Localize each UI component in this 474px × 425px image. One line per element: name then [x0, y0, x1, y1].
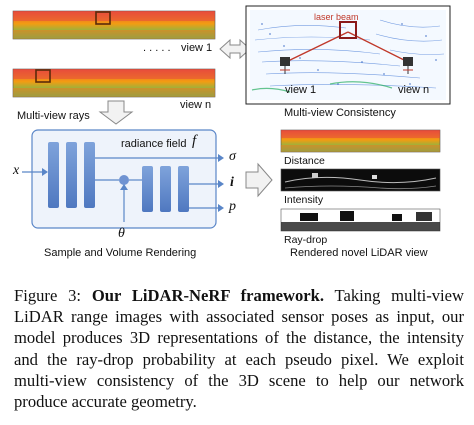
raydrop-label: Ray-drop	[284, 234, 328, 246]
network-diagram	[22, 129, 224, 229]
down-arrow-icon	[98, 100, 134, 125]
radiance-field-label: radiance field	[121, 138, 187, 150]
f-label: f	[192, 133, 197, 149]
target-point-box	[339, 21, 357, 39]
output-raydrop-image	[280, 208, 441, 232]
sample-render-title: Sample and Volume Rendering	[44, 247, 197, 259]
patch-box-view1	[95, 11, 111, 25]
caption-label: Figure 3:	[14, 286, 92, 305]
caption-body: Taking multi-view LiDAR range images wit…	[14, 286, 464, 412]
theta-label: θ	[118, 226, 125, 241]
consistency-viewn-label: view n	[398, 84, 430, 96]
multi-view-rays-label: Multi-view rays	[17, 110, 90, 122]
figure-caption: Figure 3: Our LiDAR-NeRF framework. Taki…	[14, 285, 464, 412]
lidar-sensor-view1-icon	[280, 57, 290, 74]
p-label: p	[229, 199, 236, 214]
ellipsis-label: . . . . .	[143, 42, 171, 54]
rendered-view-title: Rendered novel LiDAR view	[290, 247, 428, 259]
range-image-view1	[12, 10, 216, 40]
intensity-label: Intensity	[284, 194, 324, 206]
consistency-view1-label: view 1	[285, 84, 317, 96]
viewn-label: view n	[180, 99, 212, 111]
caption-bold-title: Our LiDAR-NeRF framework.	[91, 286, 325, 305]
sigma-label: σ	[229, 149, 236, 164]
consistency-title: Multi-view Consistency	[284, 107, 396, 119]
intensity-i-label: i	[230, 175, 234, 190]
output-distance-image	[280, 129, 441, 153]
right-arrow-icon	[245, 162, 273, 198]
laser-beam-label: laser beam	[314, 12, 359, 22]
patch-box-viewn	[35, 69, 51, 83]
view1-label: view 1	[181, 42, 213, 54]
output-intensity-image	[280, 168, 441, 192]
distance-label: Distance	[284, 155, 325, 167]
figure-diagram	[12, 5, 451, 232]
range-image-viewn	[12, 68, 216, 98]
input-x-label: x	[13, 163, 20, 178]
lidar-sensor-viewn-icon	[403, 57, 413, 74]
consistency-panel	[245, 5, 451, 105]
